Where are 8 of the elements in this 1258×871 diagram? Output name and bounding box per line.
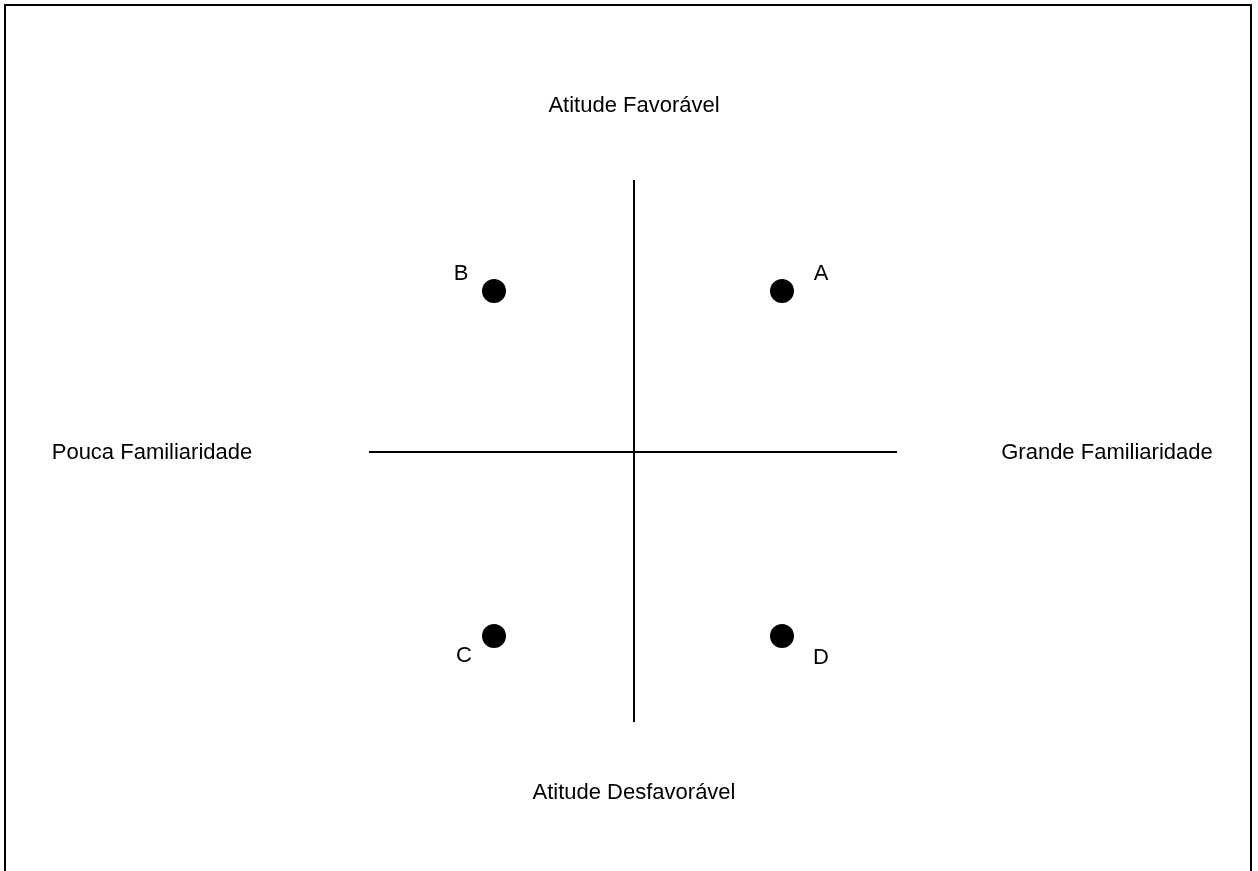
axis-label: A [812, 258, 830, 287]
axis-label: Grande Familiaridade [1000, 437, 1214, 466]
axis-label: Pouca Familiaridade [50, 437, 254, 466]
axis-label: D [812, 642, 830, 671]
axis-label: C [455, 640, 473, 669]
axis-label: B [452, 258, 470, 287]
axis-label: Atitude Desfavorável [531, 777, 737, 806]
axis-label: Atitude Favorável [547, 90, 721, 119]
